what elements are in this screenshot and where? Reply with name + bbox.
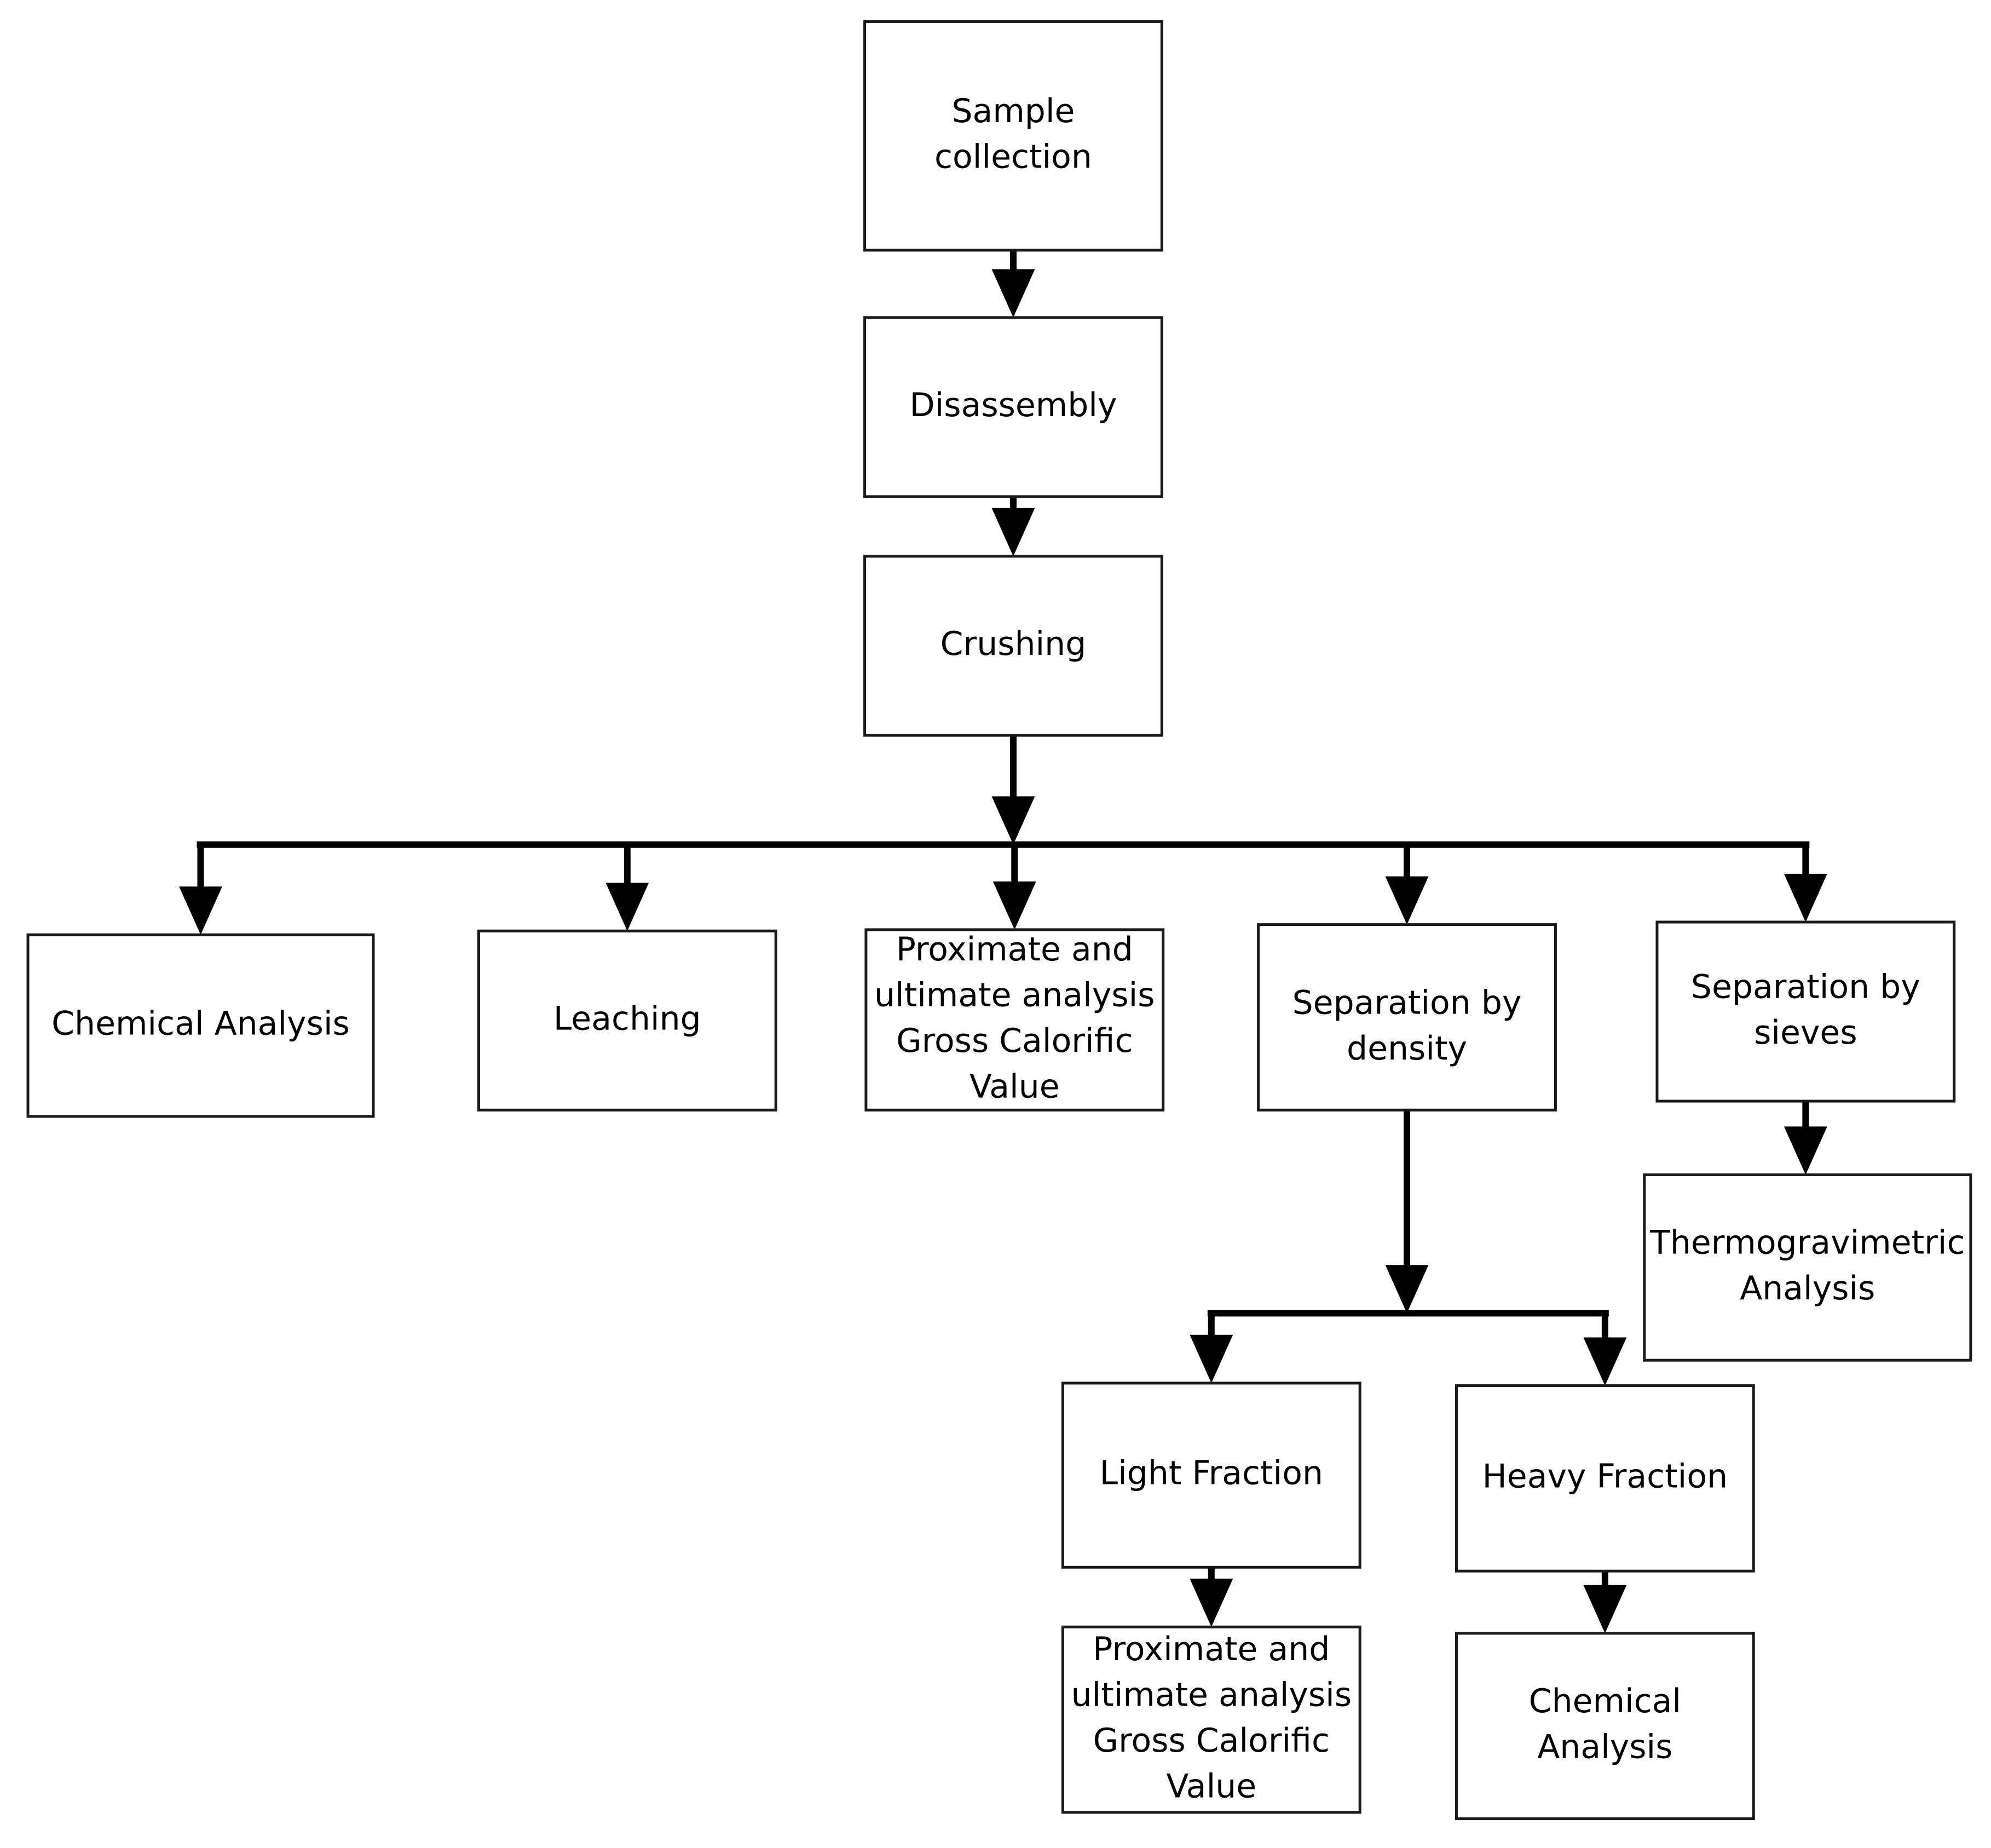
node-heavy-fraction: Heavy Fraction (1455, 1384, 1755, 1573)
node-label-line: Chemical (1529, 1682, 1681, 1720)
node-light-fraction: Light Fraction (1061, 1381, 1361, 1569)
node-separation-density: Separation by density (1257, 923, 1557, 1112)
node-label-line: Proximate and (1093, 1630, 1330, 1668)
node-chemical-analysis: Chemical Analysis (26, 933, 375, 1118)
node-label-line: Thermogravimetric (1649, 1224, 1965, 1262)
node-box (863, 20, 1163, 252)
node-label-line: collection (934, 138, 1092, 176)
node-disassembly: Disassembly (863, 316, 1163, 498)
node-label-line: ultimate analysis (1071, 1676, 1352, 1714)
node-label-line: Value (1166, 1767, 1256, 1805)
node-box (1655, 920, 1956, 1103)
node-label-line: Heavy Fraction (1482, 1458, 1728, 1496)
node-label-line: Chemical Analysis (51, 1005, 350, 1043)
node-box (863, 316, 1163, 498)
node-label-line: Analysis (1740, 1269, 1875, 1308)
node-label-line: sieves (1754, 1014, 1857, 1052)
node-leaching: Leaching (477, 929, 777, 1112)
arrow-head (1190, 1579, 1233, 1627)
node-separation-sieves: Separation by sieves (1655, 920, 1956, 1103)
node-label-line: Separation by (1292, 983, 1522, 1022)
arrow-head (1583, 1337, 1627, 1386)
connectors (179, 250, 1827, 1633)
node-box (26, 933, 375, 1118)
node-label-line: Leaching (553, 999, 701, 1038)
node-label-line: Gross Calorific (1093, 1722, 1330, 1760)
node-label-line: Crushing (940, 625, 1087, 663)
arrow-head (992, 881, 1036, 930)
node-box (1455, 1384, 1755, 1573)
node-sample-collection: Sample collection (863, 20, 1163, 252)
node-label-line: Gross Calorific (896, 1022, 1133, 1060)
node-box (1257, 923, 1557, 1112)
node-crushing: Crushing (863, 555, 1163, 737)
node-label-line: ultimate analysis (874, 976, 1155, 1014)
node-label-line: Disassembly (909, 386, 1117, 424)
node-box (1455, 1632, 1755, 1821)
arrow-head (1385, 876, 1429, 925)
arrow-head (991, 508, 1035, 556)
arrow-head (605, 883, 649, 931)
arrow-head (1583, 1585, 1627, 1633)
node-label-line: Analysis (1537, 1728, 1672, 1766)
arrow-head (991, 269, 1035, 318)
arrow-head (991, 796, 1035, 845)
node-box (864, 928, 1165, 1112)
node-box (1643, 1173, 1972, 1362)
arrow-head (1385, 1265, 1429, 1314)
arrow-head (179, 886, 222, 935)
arrow-head (1190, 1334, 1233, 1383)
node-box (1061, 1625, 1361, 1814)
node-label-line: Proximate and (896, 930, 1133, 969)
node-label-line: Separation by (1691, 968, 1920, 1006)
arrow-head (1784, 1126, 1827, 1175)
node-label-line: Sample (951, 92, 1075, 130)
node-box (477, 929, 777, 1112)
node-label-line: density (1347, 1029, 1467, 1068)
process-boxes: Sample collectionDisassemblyCrushingChemi… (26, 20, 1972, 1821)
node-label-line: Value (969, 1067, 1060, 1106)
arrow-head (1784, 873, 1827, 922)
node-box (863, 555, 1163, 737)
node-box (1061, 1381, 1361, 1569)
node-label-line: Light Fraction (1100, 1454, 1323, 1493)
